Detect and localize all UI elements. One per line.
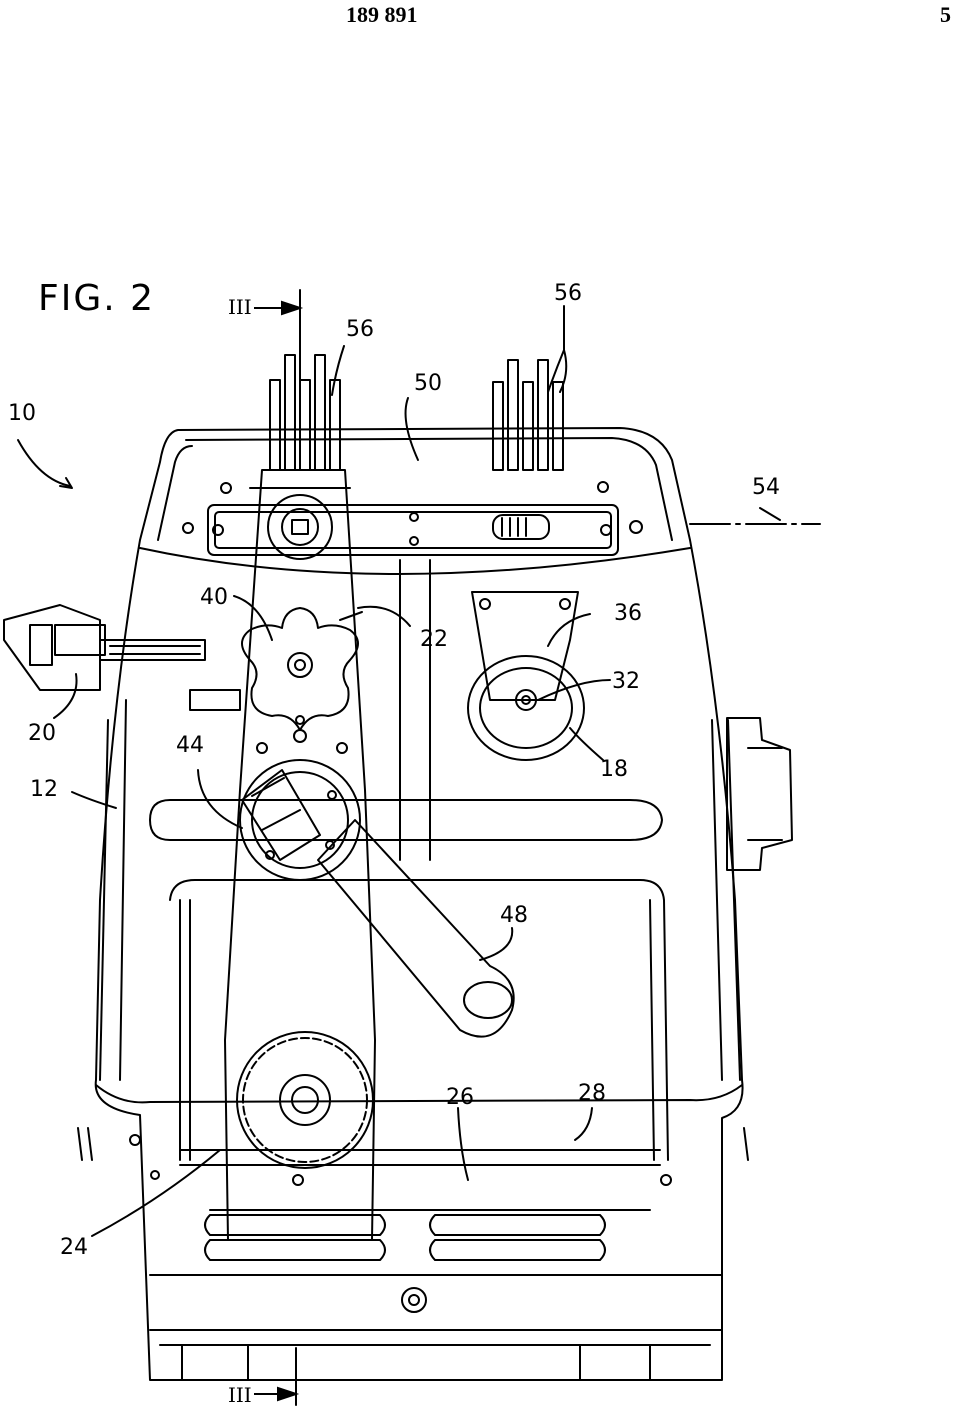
label-36: 36	[614, 601, 642, 626]
section-marker-bottom	[254, 1386, 300, 1402]
label-56-left: 56	[346, 317, 374, 342]
top-plate	[182, 481, 643, 556]
label-28: 28	[578, 1081, 606, 1106]
rods-right	[492, 359, 564, 471]
section-marker-top	[254, 300, 304, 316]
page-number: 5	[940, 2, 951, 27]
document-number: 189 891	[346, 2, 418, 27]
roller-assembly	[467, 591, 585, 761]
figure-title: FIG. 2	[38, 278, 155, 319]
label-18: 18	[600, 757, 628, 782]
side-fitting	[726, 717, 793, 871]
section-label-top: III	[228, 295, 252, 319]
label-10: 10	[8, 401, 36, 426]
label-32: 32	[612, 669, 640, 694]
key	[3, 604, 206, 691]
label-54: 54	[752, 475, 780, 500]
label-48: 48	[500, 903, 528, 928]
label-12: 12	[30, 777, 58, 802]
handle-assembly	[239, 759, 515, 1038]
label-26: 26	[446, 1085, 474, 1110]
leader-lines	[17, 305, 781, 1237]
label-50: 50	[414, 371, 442, 396]
label-56-right: 56	[554, 281, 582, 306]
section-label-bottom: III	[228, 1383, 252, 1407]
label-24: 24	[60, 1235, 88, 1260]
rods-left	[269, 354, 341, 471]
label-20: 20	[28, 721, 56, 746]
toothed-gear	[236, 1031, 374, 1186]
label-44: 44	[176, 733, 204, 758]
label-40: 40	[200, 585, 228, 610]
label-22: 22	[420, 627, 448, 652]
housing-outline	[94, 427, 744, 1381]
